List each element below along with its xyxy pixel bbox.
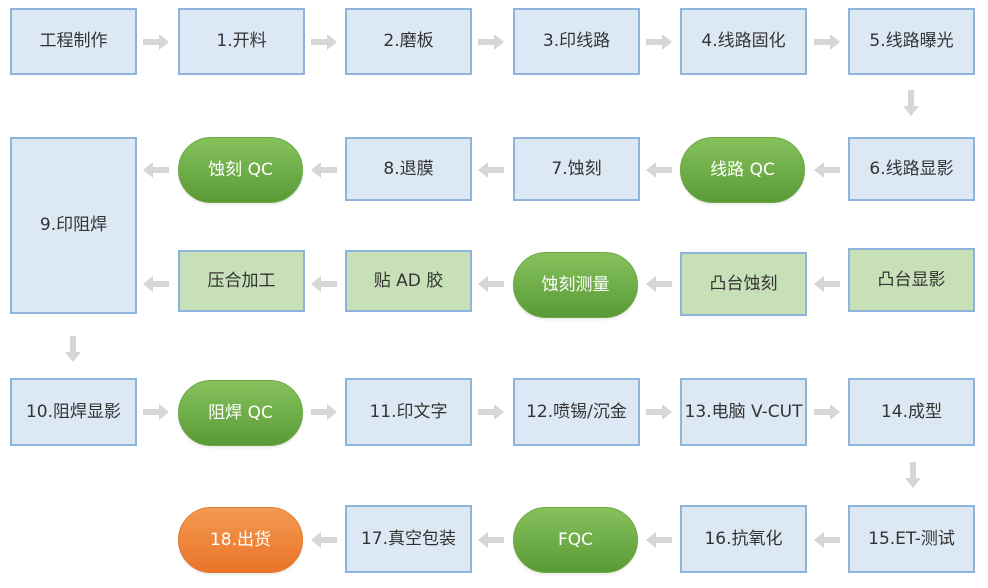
step-cutting: 1.开料 bbox=[178, 8, 305, 75]
step-circuit-develop: 6.线路显影 bbox=[848, 137, 975, 201]
step-v-cut: 13.电脑 V-CUT bbox=[680, 378, 807, 446]
arrow-left bbox=[476, 530, 506, 550]
arrow-left bbox=[644, 160, 674, 180]
arrow-down bbox=[63, 334, 83, 364]
etch-measure-pill: 蚀刻测量 bbox=[513, 252, 638, 318]
step-hasl-enig: 12.喷锡/沉金 bbox=[513, 378, 640, 446]
arrow-left bbox=[141, 274, 171, 294]
step-anti-oxidation: 16.抗氧化 bbox=[680, 505, 807, 573]
arrow-down bbox=[901, 88, 921, 118]
step-lamination: 压合加工 bbox=[178, 250, 305, 312]
step-vacuum-packing: 17.真空包装 bbox=[345, 505, 472, 573]
shipping-pill: 18.出货 bbox=[178, 507, 303, 573]
step-etching: 7.蚀刻 bbox=[513, 137, 640, 201]
arrow-left bbox=[812, 160, 842, 180]
step-circuit-exposure: 5.线路曝光 bbox=[848, 8, 975, 75]
arrow-right bbox=[141, 32, 171, 52]
step-et-test: 15.ET-测试 bbox=[848, 505, 975, 573]
arrow-right bbox=[476, 32, 506, 52]
step-bump-etch: 凸台蚀刻 bbox=[680, 252, 807, 316]
arrow-right bbox=[309, 32, 339, 52]
step-print-solder-mask: 9.印阻焊 bbox=[10, 137, 137, 314]
step-bump-develop: 凸台显影 bbox=[848, 248, 975, 312]
arrow-right bbox=[141, 402, 171, 422]
arrow-left bbox=[644, 530, 674, 550]
step-circuit-cure: 4.线路固化 bbox=[680, 8, 807, 75]
arrow-right bbox=[644, 402, 674, 422]
step-print-text: 11.印文字 bbox=[345, 378, 472, 446]
fqc-pill: FQC bbox=[513, 507, 638, 573]
arrow-left bbox=[476, 274, 506, 294]
step-forming: 14.成型 bbox=[848, 378, 975, 446]
arrow-right bbox=[812, 32, 842, 52]
arrow-left bbox=[141, 160, 171, 180]
arrow-left bbox=[309, 160, 339, 180]
arrow-left bbox=[644, 274, 674, 294]
arrow-down bbox=[903, 460, 923, 490]
arrow-left bbox=[309, 530, 339, 550]
arrow-right bbox=[309, 402, 339, 422]
arrow-right bbox=[812, 402, 842, 422]
step-solder-mask-develop: 10.阻焊显影 bbox=[10, 378, 137, 446]
qc-solder-mask-pill: 阻焊 QC bbox=[178, 380, 303, 446]
arrow-right bbox=[476, 402, 506, 422]
qc-etch-pill: 蚀刻 QC bbox=[178, 137, 303, 203]
arrow-left bbox=[812, 274, 842, 294]
step-grinding: 2.磨板 bbox=[345, 8, 472, 75]
qc-circuit-pill: 线路 QC bbox=[680, 137, 805, 203]
arrow-right bbox=[644, 32, 674, 52]
step-ad-glue: 贴 AD 胶 bbox=[345, 250, 472, 312]
step-film-removal: 8.退膜 bbox=[345, 137, 472, 201]
step-print-circuit: 3.印线路 bbox=[513, 8, 640, 75]
arrow-left bbox=[812, 530, 842, 550]
step-engineering: 工程制作 bbox=[10, 8, 137, 75]
arrow-left bbox=[476, 160, 506, 180]
arrow-left bbox=[309, 274, 339, 294]
